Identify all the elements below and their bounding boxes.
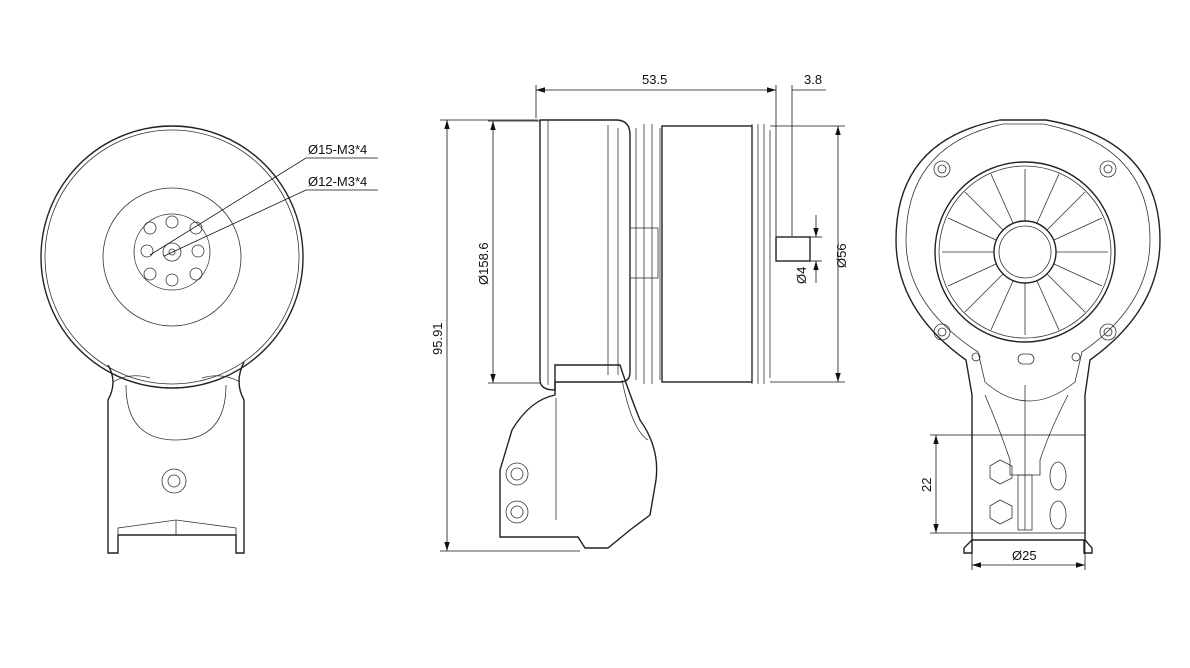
rear-vent-disk — [934, 161, 1116, 343]
dim-shaft-length-label: 3.8 — [804, 72, 822, 87]
rear-view: 22 Ø25 — [895, 119, 1161, 570]
side-view: 53.5 3.8 95.91 Ø158.6 Ø56 Ø4 — [430, 72, 849, 552]
rear-center-bore — [993, 220, 1057, 284]
side-mount-hole-top — [505, 462, 529, 486]
leader-outer — [149, 157, 378, 256]
front-mount-curve — [125, 384, 227, 441]
front-rotor-face — [102, 187, 242, 327]
side-mount-bracket — [499, 364, 658, 549]
front-outer-housing — [40, 125, 304, 389]
side-housing — [539, 119, 631, 391]
side-fins — [629, 124, 661, 384]
dim-shaft-diameter-label: Ø4 — [794, 267, 809, 284]
rear-hex-nut-bottom — [989, 499, 1013, 525]
front-bolt-holes — [140, 215, 205, 287]
front-outer-rim — [44, 129, 300, 385]
front-hub — [133, 213, 211, 291]
callout-outer-label: Ø15-M3*4 — [308, 142, 367, 157]
dim-height-label: 95.91 — [430, 322, 445, 355]
dim-length-label: 53.5 — [642, 72, 667, 87]
dim-mount-diameter-label: Ø25 — [1012, 548, 1037, 563]
callout-inner-label: Ø12-M3*4 — [308, 174, 367, 189]
side-stator-body — [661, 125, 753, 383]
rear-housing-rim — [905, 123, 1151, 402]
rear-vent-spokes — [942, 169, 1108, 335]
dim-mount-height-label: 22 — [919, 478, 934, 492]
front-mount-arm — [107, 361, 245, 554]
side-mount-hole-bottom — [505, 500, 529, 524]
leader-inner — [163, 189, 378, 257]
rear-housing — [895, 119, 1161, 554]
front-view: Ø15-M3*4 Ø12-M3*4 — [40, 125, 378, 554]
rear-hex-nut-top — [989, 459, 1013, 485]
dim-body-diameter-label: Ø158.6 — [476, 242, 491, 285]
side-shaft — [775, 236, 811, 262]
rear-screws — [933, 160, 1117, 365]
front-mount-hole — [161, 468, 187, 494]
dim-stator-diameter-label: Ø56 — [834, 243, 849, 268]
